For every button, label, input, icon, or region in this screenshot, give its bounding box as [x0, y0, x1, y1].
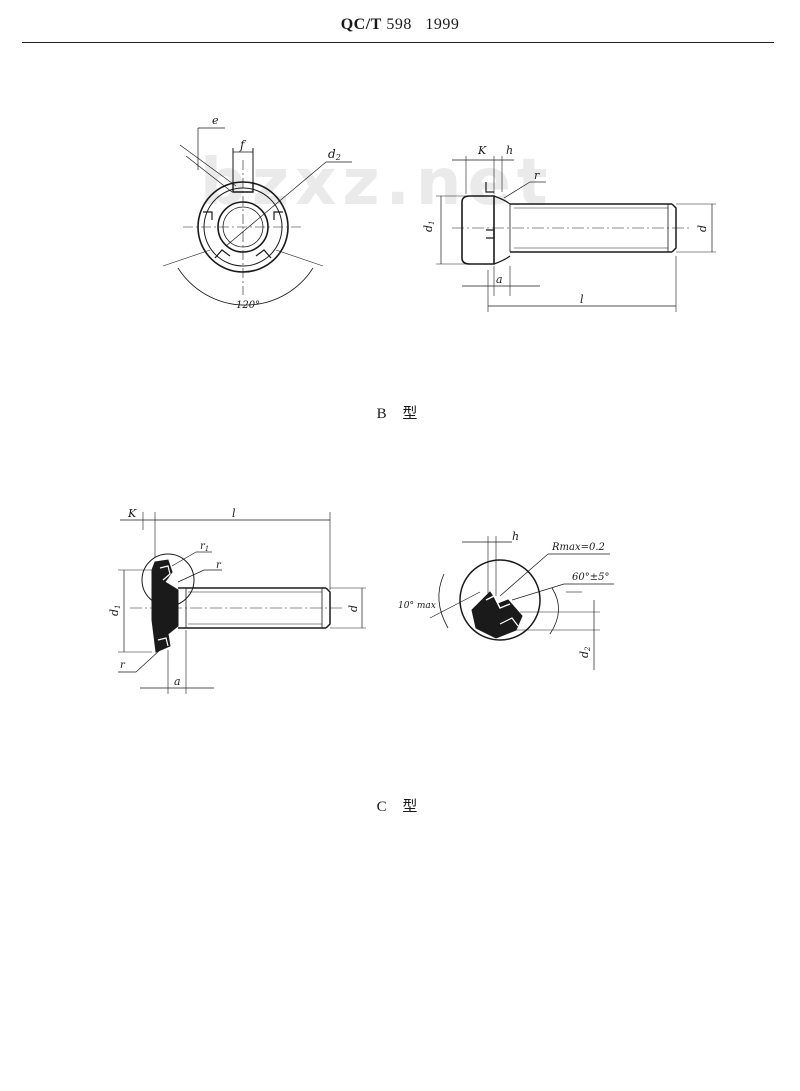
figure-b-drawing: e f d2 120°: [162, 114, 716, 312]
figure-b-label-d2: d2: [328, 147, 341, 162]
figure-c-label-K: K: [127, 507, 137, 520]
figure-c-drawing: K l r1 r d1 d r a h Rmax=0.2 60°±5° 10° …: [108, 507, 614, 694]
standard-number: 598: [386, 16, 412, 33]
figure-b-label-e: e: [212, 114, 219, 127]
figure-b-label-h: h: [506, 144, 513, 157]
figure-c-label-angle10: 10° max: [398, 601, 436, 611]
figure-c-label-l: l: [232, 507, 236, 520]
figure-c-label-rmax: Rmax=0.2: [551, 542, 605, 553]
figure-b-label-a: a: [496, 273, 503, 286]
figure-b-label-K: K: [477, 144, 487, 157]
figure-c-label-r-bottom: r: [120, 660, 126, 671]
standard-year: 1999: [425, 16, 460, 33]
figure-b-label-120: 120°: [236, 300, 260, 311]
figure-b-label-d: d: [696, 225, 709, 232]
figure-b-label-f: f: [239, 138, 247, 152]
standard-title: QC/T 598 1999: [0, 16, 800, 34]
figure-b-label-r: r: [534, 169, 540, 182]
figure-c-label-angle60: 60°±5°: [572, 572, 609, 583]
figure-b-label-l: l: [580, 293, 584, 306]
figure-b-label-d1: d1: [422, 220, 436, 232]
figure-c-label-a: a: [174, 675, 181, 688]
page-header: QC/T 598 1999: [0, 12, 800, 43]
figure-c-detail-view: [429, 536, 614, 670]
header-rule: [22, 42, 774, 43]
figure-c-caption: C 型: [376, 799, 424, 815]
figure-c-label-d1: d1: [108, 604, 122, 616]
figure-c-label-r-top: r: [216, 560, 222, 571]
figure-c-side-view: [118, 512, 366, 694]
figure-b-side-view: [436, 156, 716, 312]
standard-code: QC/T: [340, 16, 382, 33]
figure-b-front-view: [162, 127, 352, 306]
figure-c-label-h: h: [512, 530, 519, 543]
figure-c-label-d: d: [347, 605, 360, 612]
figure-b-caption: B 型: [376, 406, 424, 422]
figure-c-label-r1: r1: [200, 541, 209, 553]
figure-c-label-d2: d2: [578, 646, 592, 658]
